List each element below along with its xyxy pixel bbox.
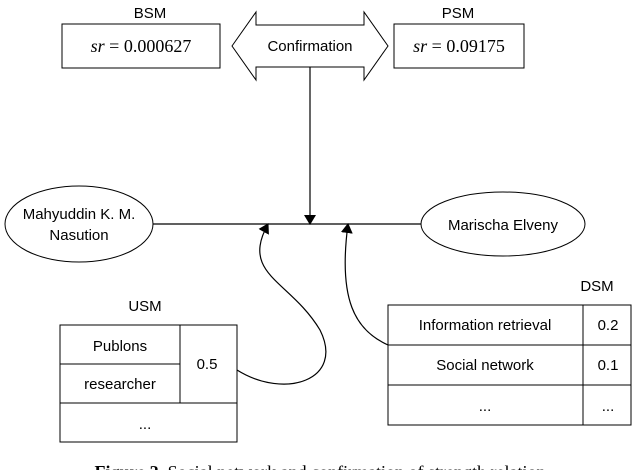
dsm-table [387, 304, 632, 426]
psm-label: PSM [442, 5, 475, 22]
bsm-label: BSM [134, 5, 167, 22]
confirmation-double-arrow [231, 10, 389, 82]
dsm-label: DSM [580, 278, 613, 295]
bsm-value: sr = 0.000627 [91, 36, 192, 56]
usm-value: 0.5 [197, 356, 218, 373]
node-left-ellipse [4, 185, 154, 263]
node-right-ellipse [420, 191, 586, 257]
dsm-row-value: ... [602, 398, 615, 415]
dsm-row-term: Information retrieval [419, 317, 552, 334]
usm-row-ellipsis: ... [139, 416, 152, 433]
usm-row-publons: Publons [93, 338, 147, 355]
dsm-row-term: Social network [436, 357, 534, 374]
node-left-line2: Nasution [49, 227, 108, 244]
usm-row-researcher: researcher [84, 376, 156, 393]
usm-label: USM [128, 298, 161, 315]
dsm-row-value: 0.2 [598, 317, 619, 334]
figure-caption: Figure 2. Social network and confirmatio… [94, 462, 545, 470]
bsm-box [61, 23, 221, 69]
psm-value: sr = 0.09175 [413, 36, 505, 56]
usm-table [59, 324, 238, 443]
confirmation-label: Confirmation [267, 38, 352, 55]
psm-box [393, 23, 525, 69]
node-left-line1: Mahyuddin K. M. [23, 206, 136, 223]
dsm-row-value: 0.1 [598, 357, 619, 374]
dsm-row-term: ... [479, 398, 492, 415]
usm-connector-arrow [236, 223, 327, 385]
node-right-label: Marischa Elveny [448, 217, 559, 234]
dsm-connector-arrow [340, 223, 389, 346]
